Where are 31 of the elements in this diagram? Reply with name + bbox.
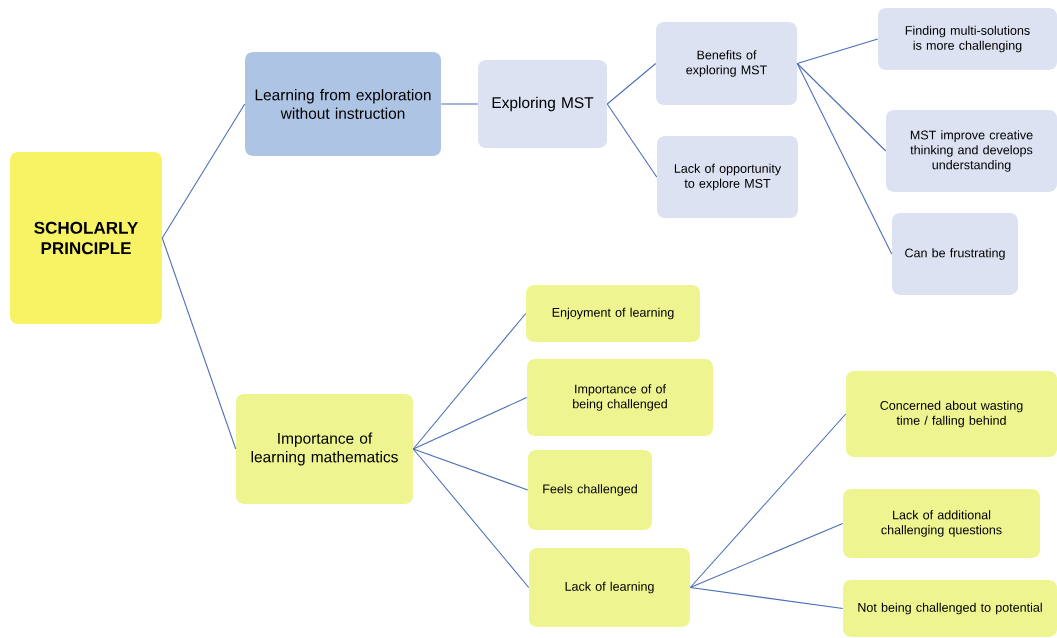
connector-line bbox=[796, 62, 893, 255]
connector-line bbox=[606, 103, 658, 178]
root-box: SCHOLARLY PRINCIPLE bbox=[10, 152, 162, 324]
topic-box: Exploring MST bbox=[478, 60, 607, 148]
topic-box: Learning from exploration without instruction bbox=[245, 52, 441, 156]
connector-line bbox=[412, 448, 530, 589]
connector-line bbox=[689, 413, 847, 589]
connector-line bbox=[689, 522, 844, 589]
connector-line bbox=[412, 312, 527, 450]
topic-box: Importance of learning mathematics bbox=[236, 394, 413, 504]
connector-line bbox=[606, 62, 657, 105]
topic-box: Concerned about wasting time / falling behind bbox=[846, 371, 1057, 457]
topic-box: Enjoyment of learning bbox=[526, 285, 700, 342]
topic-box: Not being challenged to potential bbox=[843, 580, 1057, 637]
connector-line bbox=[796, 62, 887, 152]
connector-line bbox=[440, 103, 479, 105]
topic-box: MST improve creative thinking and develops understanding bbox=[886, 110, 1057, 192]
topic-box: Finding multi-solutions is more challenging bbox=[878, 8, 1057, 70]
topic-box: Importance of of being challenged bbox=[527, 359, 713, 436]
connector-line bbox=[412, 396, 528, 450]
topic-box: Lack of learning bbox=[529, 548, 690, 627]
connector-line bbox=[796, 38, 879, 65]
topic-box: Feels challenged bbox=[528, 450, 652, 530]
topic-box: Can be frustrating bbox=[892, 213, 1018, 295]
connector-line bbox=[161, 237, 237, 450]
connector-line bbox=[161, 103, 246, 239]
connector-line bbox=[689, 586, 844, 610]
connector-line bbox=[412, 448, 529, 491]
topic-box: Lack of additional challenging questions bbox=[843, 489, 1040, 558]
topic-box: Benefits of exploring MST bbox=[656, 22, 797, 105]
topic-box: Lack of opportunity to explore MST bbox=[657, 136, 798, 218]
